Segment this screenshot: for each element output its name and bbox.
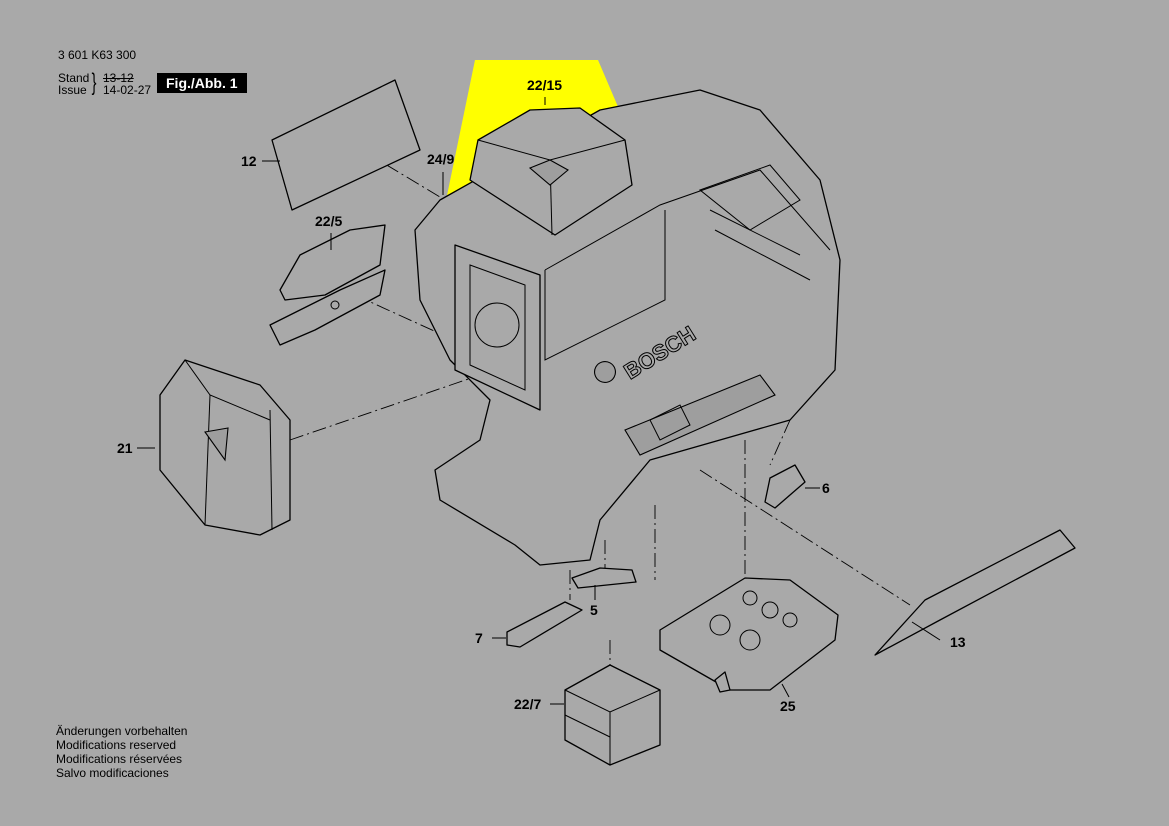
note-es: Salvo modificaciones <box>56 766 169 780</box>
part-6-pad <box>764 464 806 509</box>
part-22-15-laser-head <box>469 107 633 236</box>
stand-new-date: 14-02-27 <box>103 83 152 97</box>
label-25: 25 <box>780 698 796 714</box>
brace-icon: } <box>91 69 97 96</box>
part-25-base-plate <box>659 577 839 693</box>
figure-label: Fig./Abb. 1 <box>157 73 247 93</box>
label-22-5: 22/5 <box>315 213 343 229</box>
stand-label: Stand <box>58 71 90 85</box>
label-22-15: 22/15 <box>527 77 563 93</box>
part-12-window <box>271 79 421 211</box>
issue-label: Issue <box>58 83 87 97</box>
note-de: Änderungen vorbehalten <box>56 724 188 738</box>
label-7: 7 <box>475 630 483 646</box>
modification-notes: Änderungen vorbehalten Modifications res… <box>56 724 187 780</box>
label-24-9: 24/9 <box>427 151 455 167</box>
part-21-cover <box>159 359 291 536</box>
note-fr: Modifications réservées <box>56 752 183 766</box>
leader-lines <box>137 97 941 705</box>
label-6: 6 <box>822 480 830 496</box>
stand-old-date: 13-12 <box>103 71 134 85</box>
part-13-strip <box>874 529 1076 656</box>
label-5: 5 <box>590 602 598 618</box>
part-5-pad <box>571 567 637 589</box>
note-en: Modifications reserved <box>56 738 177 752</box>
part-22-7-block <box>564 664 661 766</box>
part-7-pad <box>506 601 583 648</box>
label-21: 21 <box>117 440 133 456</box>
label-22-7: 22/7 <box>514 696 542 712</box>
part-22-5-clip <box>269 224 386 346</box>
document-number: 3 601 K63 300 <box>58 48 137 62</box>
label-13: 13 <box>950 634 966 650</box>
label-12: 12 <box>241 153 257 169</box>
